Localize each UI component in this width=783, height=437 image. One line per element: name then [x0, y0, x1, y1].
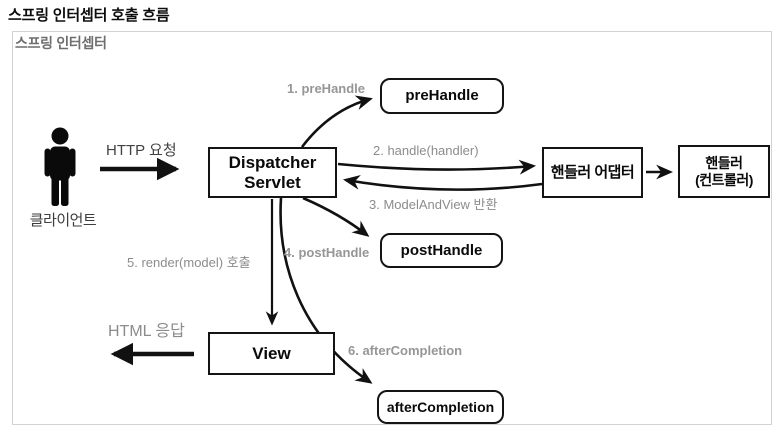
node-label: Dispatcher — [228, 152, 317, 172]
node-label: Servlet — [244, 172, 301, 192]
label-prehandle: 1. preHandle — [287, 81, 366, 96]
label-render: 5. render(model) 호출 — [127, 255, 251, 270]
label-modelandview: 3. ModelAndView 반환 — [369, 197, 498, 212]
node-label: 핸들러 어댑터 — [550, 163, 635, 181]
frame-label: 스프링 인터셉터 — [15, 35, 107, 51]
node-label: postHandle — [400, 241, 483, 259]
label-html-response: HTML 응답 — [108, 323, 185, 340]
node-view: View — [208, 332, 335, 375]
node-label: (컨트롤러) — [695, 171, 753, 188]
node-handler-adapter: 핸들러 어댑터 — [542, 147, 643, 198]
label-aftercompletion: 6. afterCompletion — [348, 343, 463, 358]
label-handle: 2. handle(handler) — [373, 143, 479, 158]
label-posthandle: 4. postHandle — [284, 245, 370, 260]
node-label: View — [252, 343, 291, 363]
node-prehandle: preHandle — [380, 78, 504, 114]
node-handler-controller: 핸들러 (컨트롤러) — [678, 145, 770, 198]
page-title: 스프링 인터셉터 호출 흐름 — [8, 7, 170, 24]
node-label: 핸들러 — [705, 155, 743, 172]
client-label: 클라이언트 — [29, 212, 97, 229]
label-http-request: HTTP 요청 — [106, 142, 177, 159]
node-posthandle: postHandle — [380, 233, 503, 268]
node-aftercompletion: afterCompletion — [377, 390, 504, 424]
node-label: preHandle — [405, 87, 479, 105]
node-dispatcher-servlet: Dispatcher Servlet — [208, 147, 337, 198]
node-label: afterCompletion — [386, 398, 495, 415]
